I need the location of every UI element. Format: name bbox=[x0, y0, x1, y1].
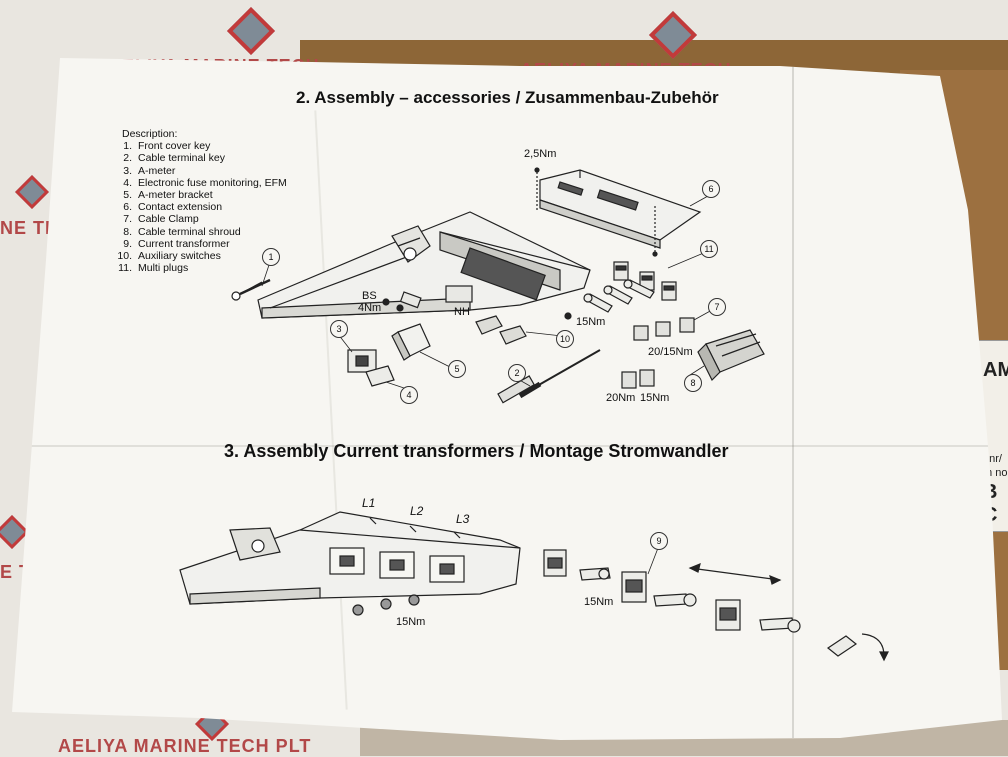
description-item-number: 2. bbox=[123, 152, 132, 165]
description-item-number: 11. bbox=[118, 262, 132, 275]
watermark-text: NE TE bbox=[0, 218, 59, 238]
section-3-heading: 3. Assembly Current transformers / Monta… bbox=[224, 441, 729, 461]
callout-5: 5 bbox=[448, 360, 466, 378]
description-item-text: Electronic fuse monitoring, EFM bbox=[138, 176, 287, 189]
current-transformers bbox=[543, 549, 741, 631]
cable-terminal-shroud bbox=[697, 329, 765, 382]
torque-label: 4Nm bbox=[358, 302, 382, 314]
cover-rotate bbox=[826, 633, 889, 662]
description-item-text: Multi plugs bbox=[138, 262, 189, 275]
description-item-text: Cable terminal shroud bbox=[138, 225, 241, 238]
description-item-text: A-meter bracket bbox=[138, 189, 213, 202]
direction-arrow bbox=[688, 563, 782, 585]
torque-label: 20/15Nm bbox=[648, 346, 693, 358]
section-2-heading: 2. Assembly – accessories / Zusammenbau-… bbox=[296, 88, 719, 107]
callout-1: 1 bbox=[262, 248, 280, 266]
bs-label: BS bbox=[362, 290, 377, 302]
callout-8: 8 bbox=[684, 374, 702, 392]
fuse-components bbox=[382, 285, 473, 312]
fold-line bbox=[792, 66, 794, 738]
description-item-number: 1. bbox=[123, 140, 132, 153]
phase-label-l1: L1 bbox=[362, 496, 376, 510]
description-item-number: 5. bbox=[123, 189, 132, 202]
torque-label: 15Nm bbox=[576, 316, 606, 328]
description-item: 7. Cable Clamp bbox=[116, 213, 287, 225]
cable-terminal-key bbox=[497, 349, 601, 404]
callout-2: 2 bbox=[508, 364, 526, 382]
description-title: Description: bbox=[122, 128, 178, 140]
ct-lugs bbox=[579, 567, 801, 633]
description-item-text: Cable Clamp bbox=[138, 213, 199, 226]
watermark-logo-icon bbox=[15, 175, 49, 209]
nh-label: NH bbox=[454, 306, 470, 318]
front-cover-key bbox=[231, 278, 271, 301]
description-item-text: Front cover key bbox=[138, 140, 211, 153]
cable-clamps bbox=[621, 317, 695, 389]
torque-label: 15Nm bbox=[584, 596, 614, 608]
description-item: 5. A-meter bracket bbox=[116, 189, 287, 201]
current-transformer-drawing bbox=[179, 511, 889, 662]
torque-label: 20Nm bbox=[606, 392, 636, 404]
contact-extension-unit bbox=[534, 167, 702, 257]
multi-plugs bbox=[613, 261, 677, 301]
watermark-text: AELIYA MARINE TECH PLT bbox=[58, 736, 312, 756]
auxiliary-switches bbox=[475, 312, 572, 345]
description-item: 1. Front cover key bbox=[116, 140, 287, 152]
description-item-number: 8. bbox=[123, 225, 132, 238]
side-label-line: AM bbox=[983, 359, 1008, 381]
cable-lugs bbox=[583, 279, 655, 313]
fold-line bbox=[20, 445, 1000, 447]
fuse-switch-unit bbox=[257, 211, 591, 319]
callout-11: 11 bbox=[700, 240, 718, 258]
callout-3: 3 bbox=[330, 320, 348, 338]
callout-9: 9 bbox=[650, 532, 668, 550]
description-item-number: 7. bbox=[123, 213, 132, 226]
description-item: 6. Contact extension bbox=[116, 201, 287, 213]
phase-label-l3: L3 bbox=[456, 512, 470, 526]
description-item: 4. Electronic fuse monitoring, EFM bbox=[116, 177, 287, 189]
nuts bbox=[352, 594, 420, 616]
fuse-switch-unit-ct bbox=[179, 511, 521, 605]
description-item-number: 10. bbox=[117, 250, 132, 263]
description-item-number: 9. bbox=[123, 237, 132, 250]
callout-6: 6 bbox=[702, 180, 720, 198]
callout-4: 4 bbox=[400, 386, 418, 404]
description-item-text: Current transformer bbox=[138, 237, 230, 250]
description-item: 10. Auxiliary switches bbox=[116, 250, 287, 262]
description-list: Description: 1. Front cover key 2. Cable te… bbox=[116, 128, 287, 274]
torque-label: 15Nm bbox=[640, 392, 670, 404]
callout-10: 10 bbox=[556, 330, 574, 348]
torque-label: 2,5Nm bbox=[524, 148, 557, 160]
description-item-number: 4. bbox=[123, 176, 132, 189]
description-item-text: Cable terminal key bbox=[138, 152, 225, 165]
description-item: 3. A-meter bbox=[116, 165, 287, 177]
description-item-text: Contact extension bbox=[138, 201, 223, 214]
description-item-text: Auxiliary switches bbox=[138, 250, 221, 263]
phase-label-l2: L2 bbox=[410, 504, 424, 518]
watermark-logo-icon bbox=[226, 6, 276, 56]
description-item: 9. Current transformer bbox=[116, 238, 287, 250]
callout-7: 7 bbox=[708, 298, 726, 316]
torque-label: 15Nm bbox=[396, 616, 426, 628]
description-item: 2. Cable terminal key bbox=[116, 152, 287, 164]
a-meter-parts bbox=[347, 323, 431, 387]
description-item: 11. Multi plugs bbox=[116, 262, 287, 274]
description-item-text: A-meter bbox=[138, 164, 176, 177]
description-item-number: 3. bbox=[123, 164, 132, 177]
description-item: 8. Cable terminal shroud bbox=[116, 226, 287, 238]
description-item-number: 6. bbox=[123, 201, 132, 214]
